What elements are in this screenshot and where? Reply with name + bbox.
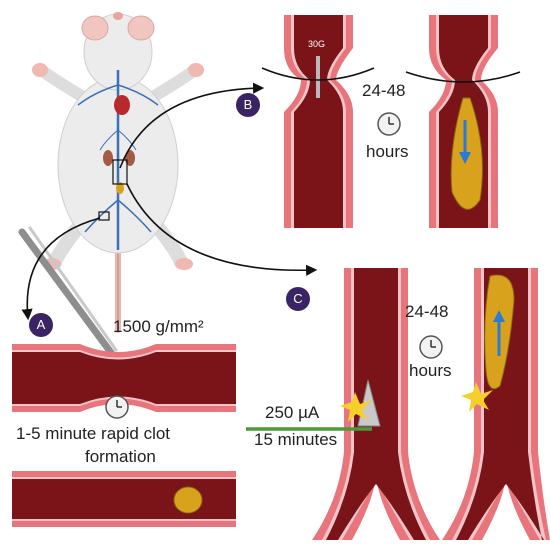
panel-c-badge: C — [286, 287, 310, 311]
panel-a-pressure-label: 1500 g/mm² — [113, 317, 204, 336]
panel-a-duration-line2-label: formation — [85, 447, 156, 466]
clock-icon — [105, 395, 129, 419]
panel-a-clot — [173, 486, 203, 514]
panel-b-badge: B — [236, 93, 260, 117]
needle-icon — [316, 56, 320, 98]
panel-a-badge: A — [29, 313, 53, 337]
ligature-thread — [261, 67, 375, 81]
arrow-to-panel-a — [21, 217, 101, 321]
arrow-to-panel-c — [126, 183, 318, 276]
ligature-thread-2 — [405, 71, 521, 83]
current-label: 250 µA — [265, 403, 320, 422]
flow-arrow-icon — [493, 310, 505, 356]
clock-icon — [377, 112, 401, 136]
panel-c-time-unit-label: hours — [409, 361, 452, 380]
needle-gauge-label: 30G — [308, 39, 326, 49]
panel-a-pinched-vessel — [12, 344, 236, 412]
panel-b-time-unit-label: hours — [366, 142, 409, 161]
panel-c-vessel-electrode — [312, 268, 440, 540]
current-duration-label: 15 minutes — [254, 430, 338, 449]
mouse-illustration — [32, 12, 204, 333]
clock-icon — [419, 335, 443, 359]
panel-c-time-label: 24-48 — [405, 302, 449, 321]
spark-icon — [461, 382, 493, 412]
panel-b-ligated-vessel — [284, 15, 353, 228]
arrow-to-panel-b — [119, 82, 265, 169]
panel-a-duration-label: 1-5 minute rapid clot — [16, 424, 171, 443]
panel-b-time-label: 24-48 — [362, 81, 406, 100]
flow-arrow-icon — [459, 120, 471, 164]
panel-c-clotted-vessel — [442, 268, 550, 540]
forceps-icon — [18, 226, 118, 358]
spark-icon — [340, 392, 372, 422]
